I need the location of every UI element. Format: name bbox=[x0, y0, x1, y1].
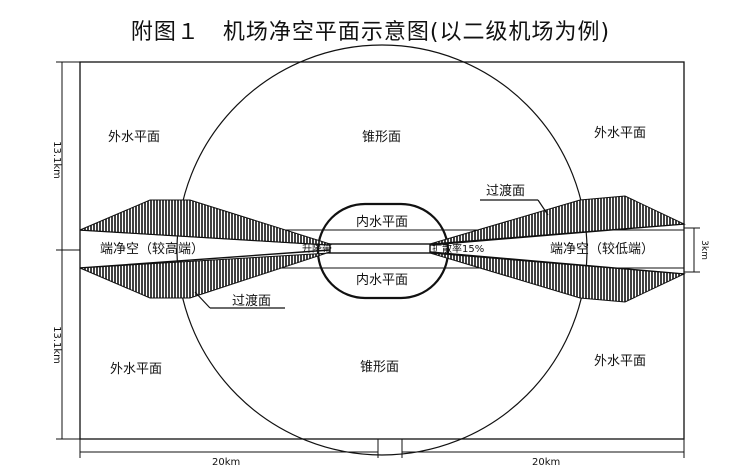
inner-horizontal-label-bottom: 内水平面 bbox=[356, 272, 408, 288]
dimension-label-height-top: 13.1km bbox=[51, 141, 62, 179]
dimension-label-width-left: 20km bbox=[212, 457, 240, 468]
end-clearance-label-right: 端净空（较低端） bbox=[550, 242, 654, 257]
transition-label-top: 过渡面 bbox=[486, 183, 525, 199]
outer-horizontal-label-bottom-right: 外水平面 bbox=[594, 354, 646, 369]
dimension-label-width-right: 20km bbox=[532, 457, 560, 468]
dimension-label-strip-width: 3km bbox=[699, 240, 709, 260]
end-clearance-label-left: 端净空（较高端） bbox=[100, 241, 204, 257]
runway-strip bbox=[329, 243, 431, 254]
page-title: 附图１ 机场净空平面示意图(以二级机场为例) bbox=[130, 20, 611, 45]
transition-surface-bottom-right bbox=[429, 252, 686, 303]
transition-label-bottom: 过渡面 bbox=[232, 293, 271, 309]
spread-rate-label: 扩散率15% bbox=[432, 242, 484, 255]
transition-surface-top-right bbox=[429, 195, 686, 245]
transition-leader-bottom bbox=[194, 291, 211, 309]
inner-horizontal-label-top: 内水平面 bbox=[356, 214, 408, 230]
outer-horizontal-label-bottom-left: 外水平面 bbox=[110, 362, 162, 377]
outer-horizontal-label-top-right: 外水平面 bbox=[594, 126, 646, 141]
conical-label-bottom: 锥形面 bbox=[360, 360, 399, 375]
transition-leader-top bbox=[537, 199, 549, 216]
conical-label-top: 锥形面 bbox=[362, 130, 401, 145]
transition-surface-bottom-left bbox=[79, 251, 331, 299]
outer-horizontal-label-top-left: 外水平面 bbox=[108, 130, 160, 145]
conical-surface-circle bbox=[176, 44, 588, 456]
runway-strip-label: 升降带 bbox=[302, 242, 332, 255]
dimension-label-height-bottom: 13.1km bbox=[51, 326, 62, 364]
transition-surface-top-left bbox=[79, 199, 331, 246]
